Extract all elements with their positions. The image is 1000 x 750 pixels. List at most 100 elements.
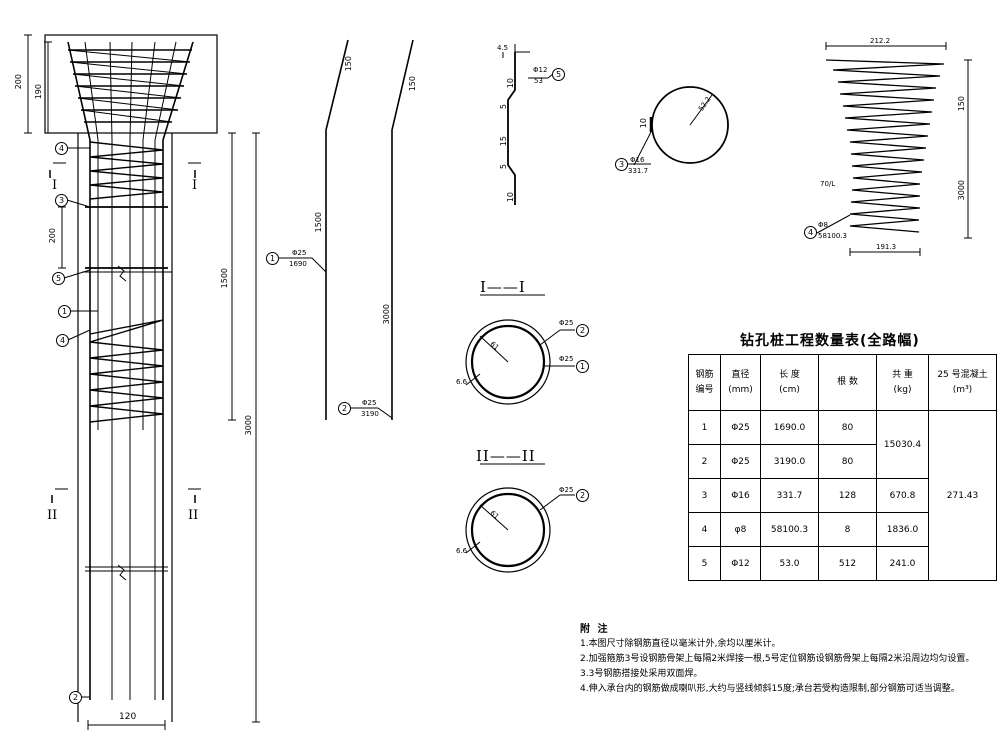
cell-count: 512 bbox=[818, 546, 877, 581]
bar1-callout: 1 bbox=[266, 252, 279, 265]
cell-count: 80 bbox=[818, 444, 877, 479]
section-mark-II-right: II bbox=[188, 508, 199, 523]
cell-no: 2 bbox=[688, 444, 721, 479]
section2-spec-a: Φ25 bbox=[559, 486, 574, 494]
bar2-length: 3190 bbox=[361, 410, 379, 418]
bar1-spec: Φ25 bbox=[292, 249, 307, 257]
table-header-row: 钢筋编号 直径(mm) 长 度(cm) 根 数 共 重(kg) 25 号混凝土(… bbox=[688, 354, 997, 411]
note-item: 4.伸入承台内的钢筋做成喇叭形,大约与竖线倾斜15度;承台若受构造限制,部分钢筋… bbox=[580, 684, 960, 694]
header-diameter: 直径(mm) bbox=[720, 354, 761, 411]
table-title: 钻孔桩工程数量表(全路幅) bbox=[740, 333, 920, 349]
bar4-h1: 150 bbox=[957, 96, 966, 112]
cell-no: 4 bbox=[688, 512, 721, 547]
section1-callout-a: 2 bbox=[576, 324, 589, 337]
cell-no: 1 bbox=[688, 410, 721, 445]
bar4-top-dim: 212.2 bbox=[870, 37, 891, 45]
notes-block: 附 注 1.本图尺寸除钢筋直径以毫米计外,余均以厘米计。 2.加强箍筋3号设钢筋… bbox=[580, 620, 990, 697]
bar3-callout: 3 bbox=[615, 158, 628, 171]
cell-weight: 1836.0 bbox=[876, 512, 929, 547]
bar4-callout: 4 bbox=[804, 226, 817, 239]
cell-count: 8 bbox=[818, 512, 877, 547]
bar5-dim-top: 4.5 bbox=[497, 44, 509, 52]
bar4-shape bbox=[816, 42, 972, 256]
dim-mid: 1500 bbox=[220, 268, 229, 289]
pile-elevation bbox=[24, 34, 260, 730]
section1-spec-b: Φ25 bbox=[559, 355, 574, 363]
header-weight: 共 重(kg) bbox=[876, 354, 929, 411]
bar2-seg-top: 150 bbox=[408, 76, 417, 92]
section-mark-I-right: I bbox=[192, 178, 198, 193]
bar5-dim-1: 10 bbox=[506, 78, 515, 89]
cell-dia: Φ12 bbox=[720, 546, 761, 581]
bar5-dim-5: 10 bbox=[506, 192, 515, 203]
section2-cover: 6.6 bbox=[456, 547, 468, 555]
header-bar-no: 钢筋编号 bbox=[688, 354, 721, 411]
bar-shapes-1-2 bbox=[278, 39, 414, 420]
cell-len: 58100.3 bbox=[760, 512, 819, 547]
cell-len: 1690.0 bbox=[760, 410, 819, 445]
cell-concrete: 271.43 bbox=[928, 410, 997, 581]
callout-bar5: 5 bbox=[52, 272, 65, 285]
header-length: 长 度(cm) bbox=[760, 354, 819, 411]
bar4-bot-dim: 191.3 bbox=[876, 243, 897, 251]
bar5-dim-2: 5 bbox=[499, 104, 508, 110]
bar1-seg-bot: 1500 bbox=[314, 212, 323, 233]
header-concrete: 25 号混凝土(m³) bbox=[928, 354, 997, 411]
bar5-callout: 5 bbox=[552, 68, 565, 81]
cell-len: 53.0 bbox=[760, 546, 819, 581]
table-row: 1 Φ25 1690.0 80 15030.4 271.43 bbox=[688, 410, 997, 581]
section1-cover: 6.6 bbox=[456, 378, 468, 386]
bar2-seg-bot: 3000 bbox=[382, 304, 391, 325]
bar4-pitch: 70/L bbox=[820, 180, 836, 188]
quantity-table: 钢筋编号 直径(mm) 长 度(cm) 根 数 共 重(kg) 25 号混凝土(… bbox=[688, 354, 997, 581]
dim-spacing: 200 bbox=[48, 228, 57, 244]
section1-drawing bbox=[465, 294, 575, 405]
note-item: 3.3号钢筋搭接处采用双面焊。 bbox=[580, 669, 703, 679]
section-mark-II-left: II bbox=[47, 508, 58, 523]
note-item: 1.本图尺寸除钢筋直径以毫米计外,余均以厘米计。 bbox=[580, 639, 781, 649]
section-mark-I-left: I bbox=[52, 178, 58, 193]
bar3-spec: Φ16 bbox=[630, 156, 645, 164]
cell-count: 80 bbox=[818, 410, 877, 445]
bar5-spec: Φ12 bbox=[533, 66, 548, 74]
callout-bar1: 1 bbox=[58, 305, 71, 318]
callout-bar4-bot: 4 bbox=[56, 334, 69, 347]
bar5-shape bbox=[502, 44, 554, 205]
cell-no: 5 bbox=[688, 546, 721, 581]
bar2-callout: 2 bbox=[338, 402, 351, 415]
dim-width: 120 bbox=[119, 712, 137, 722]
section1-title: I——I bbox=[480, 278, 526, 296]
dim-top-cap: 200 bbox=[14, 74, 23, 90]
bar5-dim-3: 15 bbox=[499, 136, 508, 147]
cell-dia: Φ25 bbox=[720, 410, 761, 445]
table-row: 2 Φ25 3190.0 80 bbox=[688, 444, 997, 479]
bar3-shape bbox=[624, 86, 729, 166]
bar1-seg-top: 150 bbox=[344, 56, 353, 72]
bar3-length: 331.7 bbox=[628, 167, 649, 175]
bar5-length: 53 bbox=[534, 77, 543, 85]
cell-count: 128 bbox=[818, 478, 877, 513]
callout-bar2: 2 bbox=[69, 691, 82, 704]
cell-dia: Φ16 bbox=[720, 478, 761, 513]
section2-callout-a: 2 bbox=[576, 489, 589, 502]
dim-cap-inner: 190 bbox=[34, 84, 43, 100]
cell-len: 3190.0 bbox=[760, 444, 819, 479]
cell-len: 331.7 bbox=[760, 478, 819, 513]
section2-drawing bbox=[465, 463, 575, 573]
bar5-dim-4: 5 bbox=[499, 164, 508, 170]
bar3-lap: 10 bbox=[639, 118, 648, 129]
bar4-h2: 3000 bbox=[957, 180, 966, 201]
section1-spec-a: Φ25 bbox=[559, 319, 574, 327]
cell-weight: 241.0 bbox=[876, 546, 929, 581]
cell-weight: 670.8 bbox=[876, 478, 929, 513]
section2-title: II——II bbox=[476, 447, 536, 465]
bar2-spec: Φ25 bbox=[362, 399, 377, 407]
notes-title: 附 注 bbox=[580, 624, 610, 635]
header-count: 根 数 bbox=[818, 354, 877, 411]
section1-callout-b: 1 bbox=[576, 360, 589, 373]
dim-full: 3000 bbox=[244, 415, 253, 436]
bar4-spec: Φ8 bbox=[818, 221, 828, 229]
cell-dia: Φ25 bbox=[720, 444, 761, 479]
bar4-length: 58100.3 bbox=[818, 232, 847, 240]
